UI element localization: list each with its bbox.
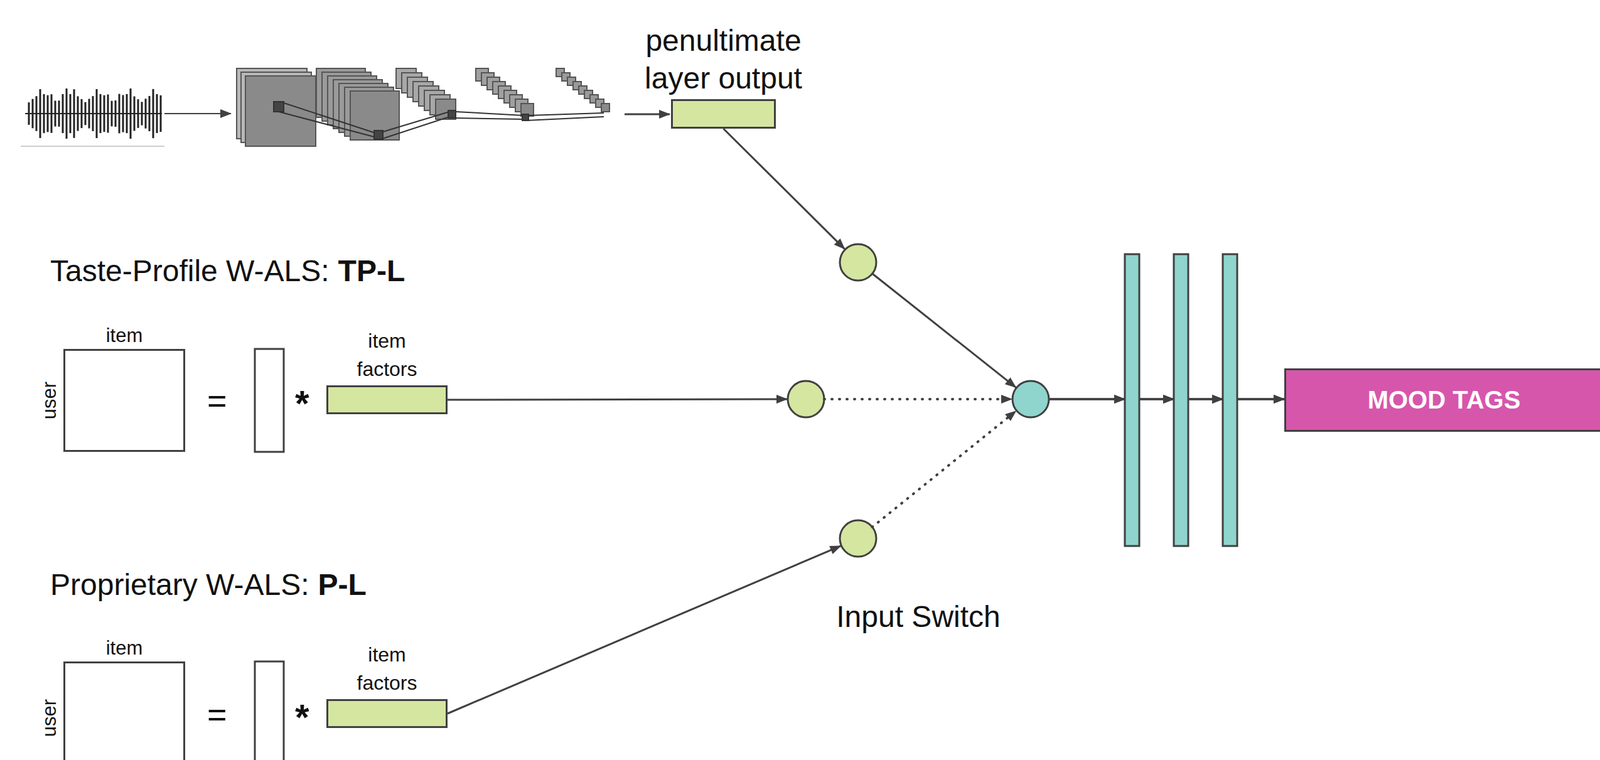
connector bbox=[723, 128, 845, 250]
user-factor-vector bbox=[254, 661, 284, 760]
axis-label: user bbox=[39, 381, 60, 420]
cnn-output-arrow bbox=[624, 113, 670, 116]
equals-sign: = bbox=[207, 381, 228, 420]
box-heading: item bbox=[86, 323, 162, 348]
equals-sign: = bbox=[207, 694, 228, 734]
connector bbox=[1139, 398, 1174, 401]
section-title: Taste-Profile W-ALS: bbox=[50, 253, 330, 289]
box-heading: item factors bbox=[346, 327, 429, 384]
receptive-field-lines bbox=[273, 101, 604, 140]
model-name: P-L bbox=[318, 567, 367, 602]
connector bbox=[1237, 398, 1285, 401]
dotted-connector bbox=[824, 397, 1012, 401]
connector bbox=[872, 273, 1017, 388]
connector bbox=[1048, 398, 1125, 401]
output-box: MOOD TAGS bbox=[1284, 368, 1600, 432]
connector bbox=[1188, 398, 1223, 401]
box-heading: item bbox=[86, 636, 162, 660]
box-label: MOOD TAGS bbox=[1286, 370, 1600, 430]
connector bbox=[1188, 398, 1223, 401]
user-factor-vector bbox=[254, 348, 284, 452]
connector bbox=[447, 398, 788, 402]
connector bbox=[1237, 398, 1285, 401]
connector bbox=[1237, 398, 1285, 401]
product-sign: * bbox=[295, 382, 310, 425]
box-heading: item factors bbox=[346, 640, 429, 698]
switch-label: Input Switch bbox=[836, 599, 1000, 634]
connector bbox=[447, 399, 1285, 400]
factor-box: item factors bbox=[326, 385, 448, 415]
connector bbox=[723, 128, 1285, 400]
axis-label: user bbox=[39, 699, 60, 737]
model-name: TP-L bbox=[338, 253, 406, 289]
dotted-connector bbox=[872, 411, 1017, 528]
matrix-box: itemuser bbox=[63, 348, 186, 452]
section-title: Proprietary W-ALS: bbox=[50, 567, 310, 602]
dense-layers bbox=[1124, 254, 1238, 547]
underline bbox=[20, 145, 165, 147]
connector bbox=[1048, 398, 1125, 401]
connector bbox=[447, 399, 1285, 714]
waveform bbox=[25, 88, 162, 139]
matrix-box: itemuser bbox=[63, 661, 186, 760]
input-arrow bbox=[164, 112, 231, 115]
feature-box: penultimate layer output bbox=[671, 99, 776, 129]
product-sign: * bbox=[295, 696, 310, 739]
connector bbox=[1139, 398, 1174, 401]
factor-box: item factors bbox=[326, 699, 448, 729]
box-heading: penultimate layer output bbox=[629, 21, 818, 98]
connector bbox=[1188, 398, 1223, 401]
connector bbox=[1139, 398, 1174, 401]
cnn-stack bbox=[236, 68, 610, 147]
connector bbox=[447, 546, 841, 714]
switch-circles bbox=[787, 244, 1049, 557]
connector bbox=[1048, 398, 1125, 401]
